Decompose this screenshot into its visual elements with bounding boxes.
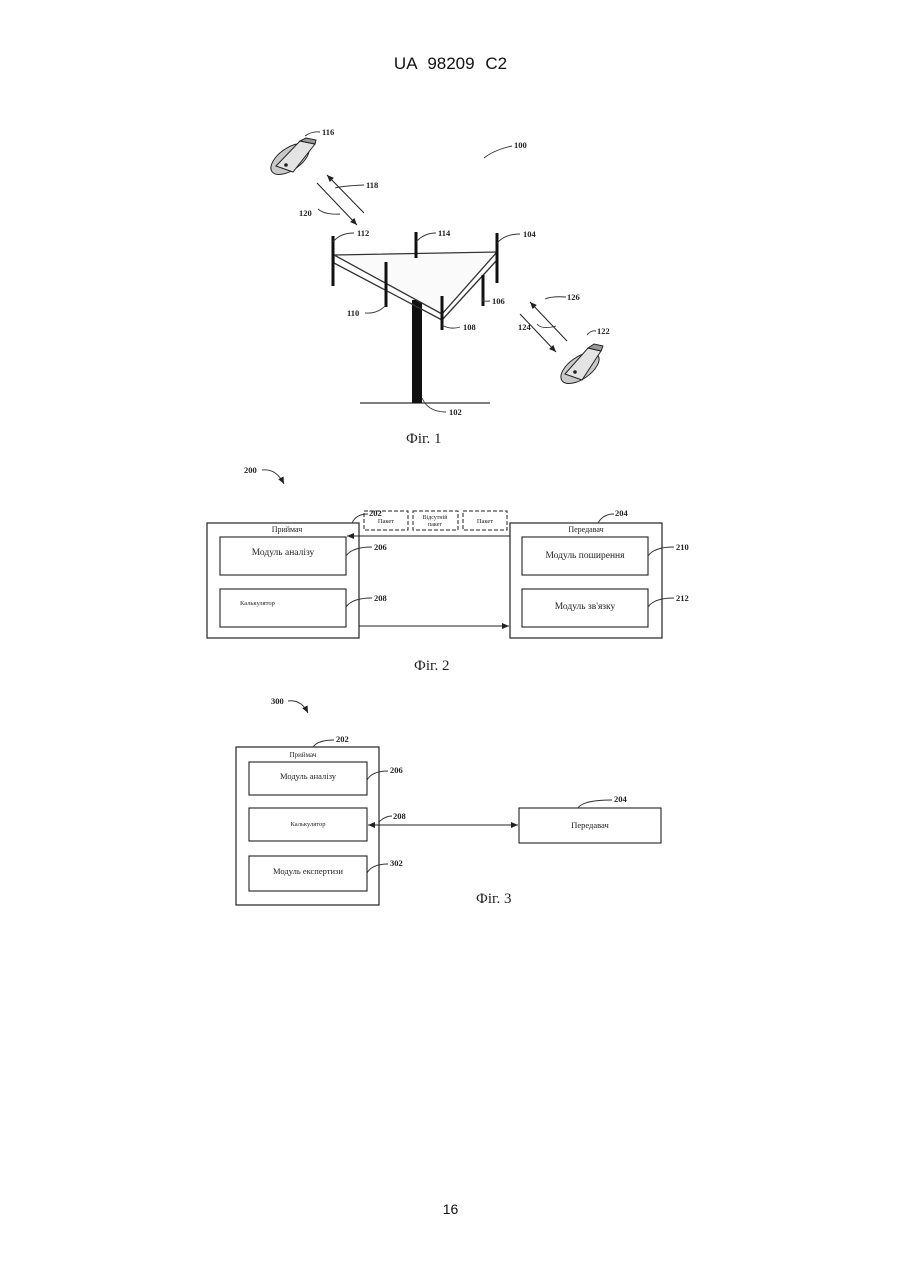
fig1-ref-104: 104: [523, 229, 537, 239]
page-number: 16: [0, 1201, 901, 1217]
fig2-spreading-module-label: Модуль поширення: [545, 551, 625, 561]
fig3-ref-204: 204: [614, 794, 628, 804]
fig2-comm-module-label: Модуль зв'язку: [555, 602, 616, 612]
fig3-analysis-module-label: Модуль аналізу: [280, 771, 337, 781]
fig2-calculator-box: [220, 589, 346, 627]
fig1-caption: Фіг. 1: [406, 431, 441, 447]
fig1-ref-108: 108: [463, 322, 476, 332]
fig1-ref-102: 102: [449, 407, 462, 417]
fig1-ref-100: 100: [514, 140, 527, 150]
fig1-ref-120: 120: [299, 208, 312, 218]
fig3-diagram: 300 Приймач 202 Модуль аналізу 206 Кальк…: [236, 696, 661, 907]
fig3-ref-300: 300: [271, 696, 284, 706]
fig2-analysis-module-label: Модуль аналізу: [252, 548, 315, 558]
fig2-transmitter-title: Передавач: [568, 525, 603, 534]
fig2-ref-210: 210: [676, 542, 689, 552]
fig2-packet-1-label: Пакет: [378, 518, 394, 525]
fig2-ref-204: 204: [615, 508, 629, 518]
fig1-ref-116: 116: [322, 127, 334, 137]
fig3-ref-202: 202: [336, 734, 349, 744]
fig3-ref-208: 208: [393, 811, 406, 821]
fig3-caption: Фіг. 3: [476, 891, 511, 907]
fig2-calculator-label: Калькулятор: [240, 600, 275, 607]
fig1-diagram: 100 102 104 106 108 110 112 114 116 118 …: [266, 127, 610, 447]
fig2-ref-202: 202: [369, 508, 382, 518]
fig2-ref-212: 212: [676, 593, 689, 603]
fig2-ref-206: 206: [374, 542, 387, 552]
fig3-ref-206: 206: [390, 765, 403, 775]
fig2-ref-200: 200: [244, 465, 257, 475]
fig1-ref-106: 106: [492, 296, 505, 306]
fig2-receiver-box: [207, 523, 359, 638]
fig1-ref-114: 114: [438, 228, 451, 238]
fig1-ref-112: 112: [357, 228, 369, 238]
tower-mast: [412, 300, 422, 403]
fig2-transmitter-box: [510, 523, 662, 638]
fig1-ref-126: 126: [567, 292, 580, 302]
handset-122-icon: [556, 344, 605, 390]
fig1-ref-110: 110: [347, 308, 359, 318]
fig3-ref-302: 302: [390, 858, 403, 868]
fig2-receiver-title: Приймач: [272, 525, 303, 534]
fig2-packet-2-label-line1: Відсутній: [422, 514, 448, 521]
fig1-ref-124: 124: [518, 322, 532, 332]
fig1-ref-118: 118: [366, 180, 378, 190]
fig2-packet-3: Пакет: [463, 511, 507, 530]
handset-116-icon: [266, 137, 316, 180]
fig2-packet-2-label-line2: пакет: [428, 522, 442, 528]
fig2-packet-3-label: Пакет: [477, 518, 493, 525]
fig2-diagram: 200 Приймач 202 Модуль аналізу 206 Кальк…: [207, 465, 689, 674]
fig2-packet-2-missing: Відсутній пакет: [413, 511, 458, 530]
fig1-ref-122: 122: [597, 326, 610, 336]
fig3-expertise-module-label: Модуль експертизи: [273, 866, 343, 876]
fig3-calculator-label: Калькулятор: [291, 821, 326, 828]
fig3-transmitter-label: Передавач: [571, 820, 609, 830]
fig2-caption: Фіг. 2: [414, 658, 449, 674]
fig2-ref-208: 208: [374, 593, 387, 603]
fig3-receiver-title: Приймач: [290, 751, 317, 759]
